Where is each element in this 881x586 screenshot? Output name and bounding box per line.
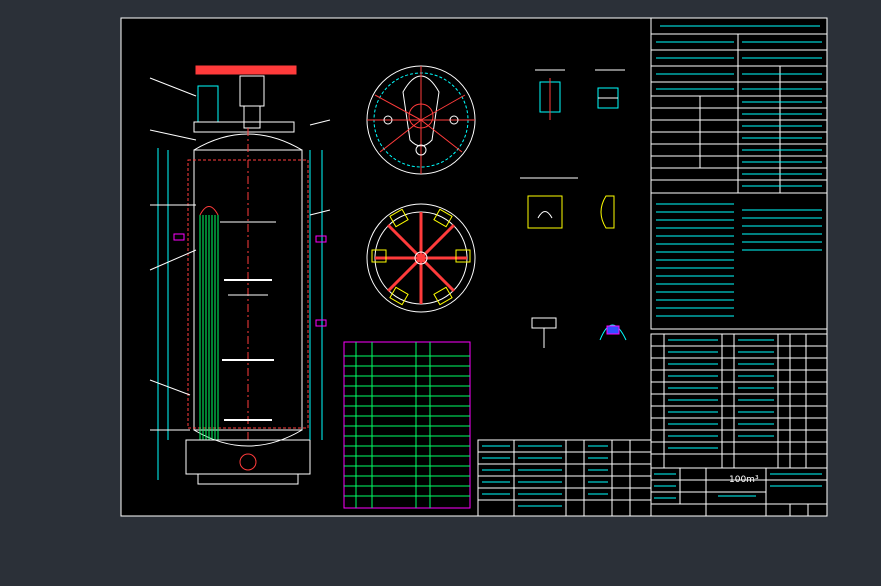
title-block-fill — [654, 473, 822, 499]
vessel-bottom-head — [193, 429, 303, 447]
detail-bracket — [527, 195, 563, 229]
capacity-label: 100m³ — [729, 475, 759, 485]
motor-platform — [195, 65, 297, 75]
nozzle-table — [343, 341, 471, 509]
section-view-plan — [366, 203, 476, 313]
design-spec-table — [650, 17, 828, 194]
vessel-elevation — [149, 65, 331, 485]
title-block — [650, 467, 828, 517]
top-view-plan — [366, 65, 476, 175]
lower-bom-table — [477, 439, 652, 517]
heating-coil — [199, 206, 219, 440]
technical-notes — [650, 192, 828, 330]
detail-views — [520, 69, 627, 348]
lower-bom-fill — [482, 445, 608, 507]
bill-of-materials — [650, 333, 828, 469]
spec-table-fill — [656, 25, 822, 187]
